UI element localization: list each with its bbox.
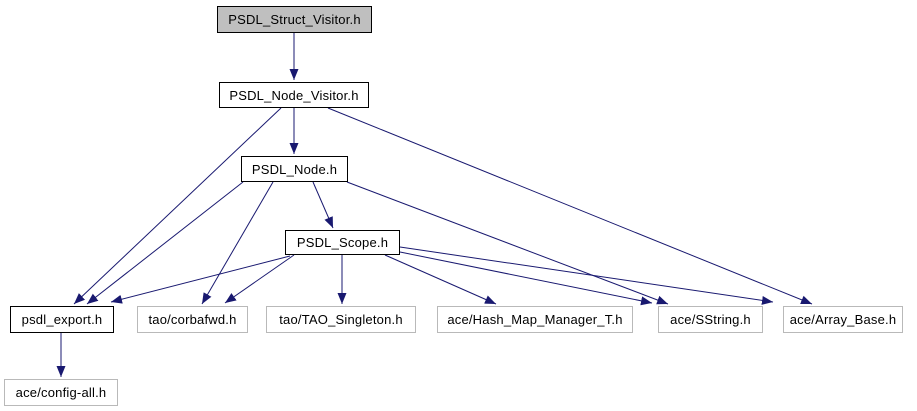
edge-psdl-node-visitor-to-ace-array-base	[327, 107, 813, 305]
edge-psdl-node-to-ace-sstring	[346, 181, 669, 305]
graph-node-psdl-node-visitor[interactable]: PSDL_Node_Visitor.h	[219, 82, 369, 108]
edge-psdl-scope-to-ace-array-base	[399, 246, 774, 305]
graph-node-label-ace-config-all: ace/config-all.h	[15, 385, 107, 400]
graph-node-label-psdl-node-visitor: PSDL_Node_Visitor.h	[229, 87, 359, 103]
edge-psdl-node-to-psdl-export	[86, 181, 244, 305]
graph-node-tao-corbafwd: tao/corbafwd.h	[137, 306, 248, 333]
graph-node-label-psdl-export: psdl_export.h	[21, 312, 103, 327]
edge-psdl-node-to-tao-corbafwd	[201, 181, 274, 305]
graph-node-psdl-node[interactable]: PSDL_Node.h	[241, 156, 348, 182]
graph-node-psdl-struct-visitor: PSDL_Struct_Visitor.h	[217, 6, 372, 33]
graph-node-label-tao-corbafwd: tao/corbafwd.h	[148, 312, 237, 327]
edge-psdl-node-visitor-to-psdl-export	[73, 107, 282, 305]
graph-node-label-ace-array-base: ace/Array_Base.h	[789, 312, 897, 327]
graph-node-label-psdl-struct-visitor: PSDL_Struct_Visitor.h	[228, 12, 361, 27]
graph-node-ace-sstring: ace/SString.h	[658, 306, 763, 333]
graph-node-ace-config-all: ace/config-all.h	[4, 379, 118, 406]
graph-node-tao-tao-singleton: tao/TAO_Singleton.h	[266, 306, 416, 333]
graph-node-ace-array-base: ace/Array_Base.h	[783, 306, 903, 333]
graph-node-label-ace-hash-map-manager: ace/Hash_Map_Manager_T.h	[447, 312, 623, 327]
edge-psdl-scope-to-ace-sstring	[399, 251, 653, 306]
graph-node-psdl-scope[interactable]: PSDL_Scope.h	[285, 230, 400, 255]
graph-node-label-psdl-scope: PSDL_Scope.h	[296, 235, 389, 250]
edge-psdl-scope-to-ace-hash-map-manager	[384, 254, 497, 305]
graph-node-label-tao-tao-singleton: tao/TAO_Singleton.h	[279, 312, 403, 327]
graph-node-ace-hash-map-manager: ace/Hash_Map_Manager_T.h	[437, 306, 633, 333]
edge-psdl-scope-to-psdl-export	[110, 255, 291, 304]
edge-psdl-node-to-psdl-scope	[312, 181, 334, 229]
graph-node-psdl-export[interactable]: psdl_export.h	[10, 306, 114, 333]
graph-node-label-psdl-node: PSDL_Node.h	[251, 161, 338, 177]
edge-psdl-scope-to-tao-corbafwd	[224, 254, 295, 304]
graph-node-label-ace-sstring: ace/SString.h	[670, 312, 751, 327]
